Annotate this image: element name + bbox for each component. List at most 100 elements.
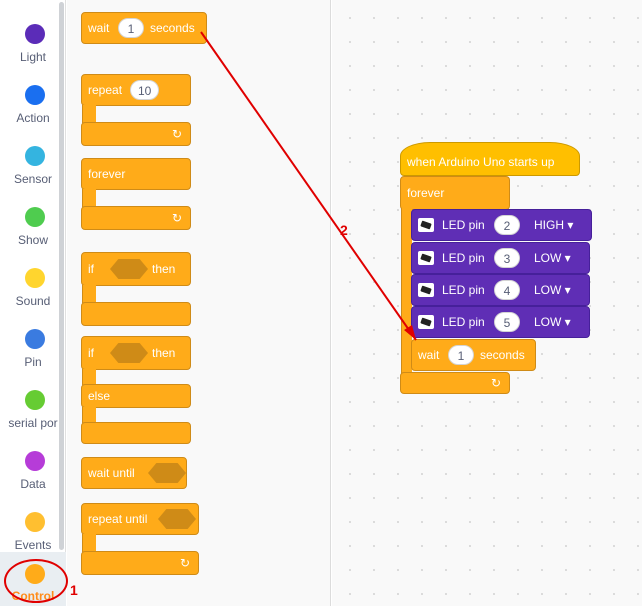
loop-arrow-icon: ↻ [171,211,182,225]
c-block-arm [82,189,96,207]
condition-slot[interactable] [158,509,196,529]
category-label: Pin [24,355,42,369]
led-icon [418,251,434,265]
forever-block[interactable]: forever [81,158,191,190]
block-text: else [88,389,111,403]
block-text: then [152,262,176,276]
wait-seconds-block[interactable]: wait 1 seconds [411,339,536,371]
category-events[interactable]: Events [0,498,66,559]
category-action[interactable]: Action [0,71,66,132]
when-arduino-starts-hat-block[interactable]: when Arduino Uno starts up [400,142,580,176]
category-label: Light [19,50,47,64]
action-category-icon [25,85,45,105]
block-text: LED pin [442,218,485,232]
block-text: wait [88,21,110,35]
block-text: if [88,346,94,360]
c-block-arm [82,285,96,303]
loop-arrow-icon: ↻ [179,556,190,570]
block-text: LED pin [442,251,485,265]
block-text: wait until [88,466,135,480]
category-sidebar: Light Action Sensor Show Sound Pin seria… [0,0,66,606]
loop-arrow-icon: ↻ [171,127,182,141]
wait-until-block[interactable]: wait until [81,457,187,489]
led-icon [418,283,434,297]
block-text: LED pin [442,315,485,329]
block-palette: wait 1 seconds repeat 10 ↻ forever ↻ if … [67,0,331,606]
condition-slot[interactable] [110,259,148,279]
c-block-arm [82,105,96,123]
category-label: serial por [8,416,58,430]
pin-category-icon [25,329,45,349]
block-text: wait [418,348,440,362]
step-2-label: 2 [340,222,348,238]
category-show[interactable]: Show [0,193,66,254]
control-category-highlight [4,559,68,603]
wait-seconds-input[interactable]: 1 [448,345,474,365]
led-pin-block[interactable]: LED pin 2 HIGH ▾ [411,209,592,241]
led-pin-block[interactable]: LED pin 4 LOW ▾ [411,274,590,306]
if-then-block-bottom [81,302,191,326]
c-block-arm [82,369,96,385]
led-pin-block[interactable]: LED pin 3 LOW ▾ [411,242,590,274]
step-1-label: 1 [70,582,78,598]
wait-seconds-block[interactable]: wait 1 seconds [81,12,207,44]
block-text: forever [407,186,445,200]
category-sensor[interactable]: Sensor [0,132,66,193]
block-text: seconds [480,348,525,362]
forever-block-bottom: ↻ [81,206,191,230]
pin-number-input[interactable]: 3 [494,248,520,268]
block-text: LED pin [442,283,485,297]
condition-slot[interactable] [110,343,148,363]
pin-state-dropdown[interactable]: HIGH ▾ [534,218,574,232]
pin-state-dropdown[interactable]: LOW ▾ [534,251,571,265]
pin-state-dropdown[interactable]: LOW ▾ [534,315,571,329]
block-text: forever [88,167,126,181]
category-label: Events [14,538,52,552]
led-icon [418,218,434,232]
else-section: else [81,384,191,408]
repeat-count-input[interactable]: 10 [130,80,160,100]
block-text: if [88,262,94,276]
if-then-block[interactable]: if then [81,252,191,286]
led-icon [418,315,434,329]
forever-block[interactable]: forever [400,176,510,210]
light-category-icon [25,24,45,44]
script-workspace[interactable]: when Arduino Uno starts up forever LED p… [332,0,642,606]
condition-slot[interactable] [148,463,186,483]
forever-block-bottom: ↻ [400,372,510,394]
sound-category-icon [25,268,45,288]
wait-seconds-input[interactable]: 1 [118,18,144,38]
category-label: Sensor [13,172,53,186]
repeat-until-block[interactable]: repeat until [81,503,199,535]
if-then-else-bottom [81,422,191,444]
category-label: Show [17,233,49,247]
sidebar-scrollbar[interactable] [59,2,64,550]
category-serial-port[interactable]: serial por [0,376,66,437]
block-text: repeat [88,83,123,97]
block-text: then [152,346,176,360]
category-data[interactable]: Data [0,437,66,498]
category-label: Action [16,111,50,125]
events-category-icon [25,512,45,532]
sensor-category-icon [25,146,45,166]
pin-number-input[interactable]: 2 [494,215,520,235]
pin-number-input[interactable]: 5 [494,312,520,332]
repeat-block-bottom: ↻ [81,122,191,146]
if-then-else-block[interactable]: if then [81,336,191,370]
block-text: when Arduino Uno starts up [407,154,555,169]
repeat-block[interactable]: repeat 10 [81,74,191,106]
category-pin[interactable]: Pin [0,315,66,376]
pin-state-dropdown[interactable]: LOW ▾ [534,283,571,297]
c-block-arm [82,534,96,552]
category-light[interactable]: Light [0,10,66,71]
show-category-icon [25,207,45,227]
serial-port-category-icon [25,390,45,410]
loop-arrow-icon: ↻ [490,376,501,390]
repeat-until-bottom: ↻ [81,551,199,575]
c-block-arm [82,407,96,423]
data-category-icon [25,451,45,471]
pin-number-input[interactable]: 4 [494,280,520,300]
category-label: Data [20,477,46,491]
category-sound[interactable]: Sound [0,254,66,315]
led-pin-block[interactable]: LED pin 5 LOW ▾ [411,306,590,338]
